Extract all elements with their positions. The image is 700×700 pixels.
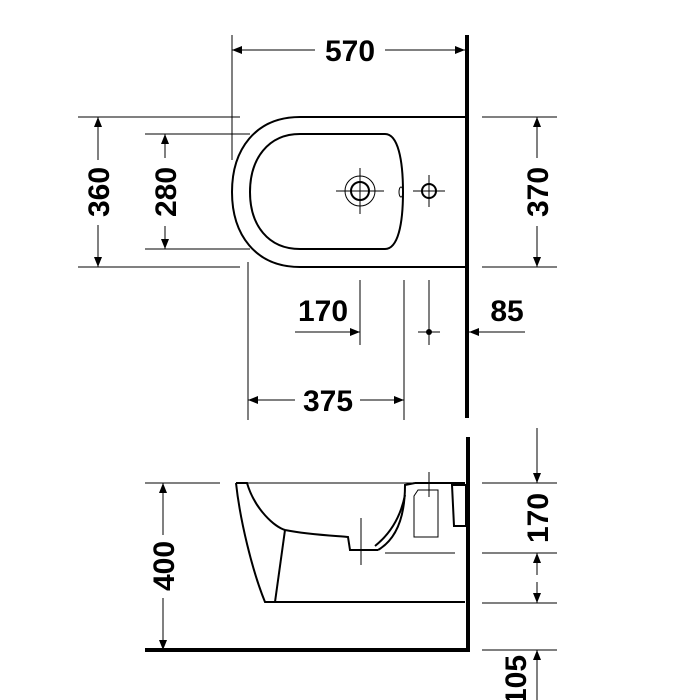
dim-280: 280	[150, 167, 183, 217]
bidet-outline-outer	[230, 116, 465, 268]
overflow-slot	[398, 186, 404, 198]
wall-bracket	[450, 484, 467, 527]
dim-105: 105	[500, 655, 533, 700]
dim-370: 370	[522, 167, 555, 217]
pedestal-line	[274, 529, 286, 603]
tap-hole-icon	[336, 168, 384, 214]
dim-170-top: 170	[298, 295, 348, 328]
tap-body	[413, 489, 439, 538]
dim-375: 375	[303, 385, 353, 418]
bowl-section	[236, 482, 378, 551]
inner-rear-line	[374, 494, 406, 547]
dim-360: 360	[83, 167, 116, 217]
bowl-outline-inner	[248, 133, 405, 250]
dim-85: 85	[490, 295, 523, 328]
fixing-hole-icon	[413, 175, 445, 207]
bidet-body-outline	[235, 482, 465, 603]
top-view: 570 360 280 370 170 85 375	[78, 35, 557, 420]
dim-400: 400	[148, 541, 181, 591]
dim-570: 570	[325, 35, 375, 68]
side-view: 400 170 105	[145, 428, 557, 700]
rear-bowl-outline	[377, 482, 416, 551]
dim-170-side: 170	[522, 493, 555, 543]
